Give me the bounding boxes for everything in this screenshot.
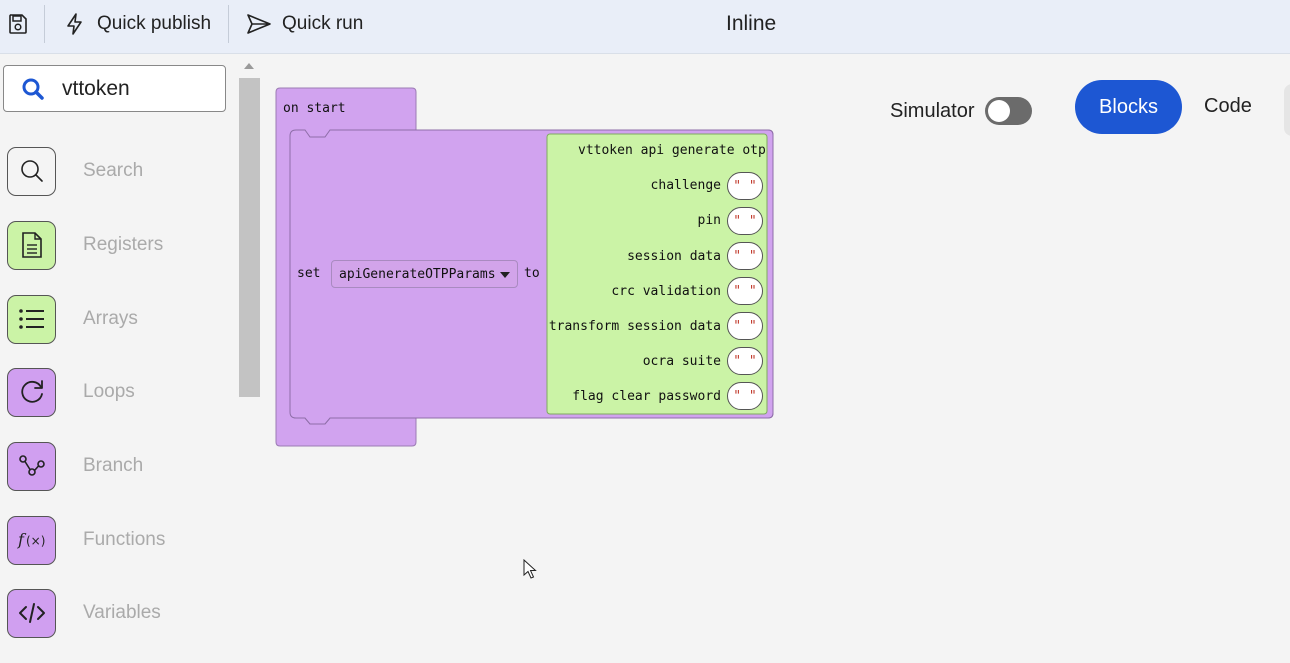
page-title: Inline xyxy=(726,12,777,35)
loop-icon xyxy=(7,367,56,417)
category-label: Search xyxy=(83,160,144,181)
param-value: " " xyxy=(733,318,757,334)
category-label: Branch xyxy=(83,455,144,476)
param-value: " " xyxy=(733,178,757,194)
param-input-session-data[interactable]: " " xyxy=(727,242,763,270)
param-input-flag-clear-password[interactable]: " " xyxy=(727,382,763,410)
api-block-title: vttoken api generate otp xyxy=(578,143,766,158)
category-search[interactable]: Search xyxy=(7,146,232,196)
save-button[interactable] xyxy=(6,0,40,48)
variable-dropdown[interactable]: apiGenerateOTPParams xyxy=(331,260,518,288)
param-input-pin[interactable]: " " xyxy=(727,207,763,235)
scrollbar-thumb[interactable] xyxy=(239,78,260,397)
tab-edge-fragment xyxy=(1284,84,1290,136)
quick-publish-label: Quick publish xyxy=(97,13,212,34)
param-value: " " xyxy=(733,388,757,404)
param-label: challenge xyxy=(650,178,721,193)
param-value: " " xyxy=(733,353,757,369)
code-icon xyxy=(7,588,56,638)
param-input-challenge[interactable]: " " xyxy=(727,172,763,200)
scroll-up-arrow-icon[interactable] xyxy=(244,63,254,69)
search-box[interactable] xyxy=(3,65,226,112)
category-label: Loops xyxy=(83,381,135,402)
param-label: transform session data xyxy=(548,319,721,334)
param-input-transform-session-data[interactable]: " " xyxy=(727,312,763,340)
category-label: Variables xyxy=(83,602,161,623)
svg-text:(×): (×) xyxy=(26,534,45,548)
param-input-crc-validation[interactable]: " " xyxy=(727,277,763,305)
param-label: flag clear password xyxy=(572,389,721,404)
lightning-icon xyxy=(67,13,82,35)
search-input[interactable] xyxy=(62,77,222,101)
category-registers[interactable]: Registers xyxy=(7,220,232,270)
tab-blocks[interactable]: Blocks xyxy=(1075,80,1182,134)
param-label: session data xyxy=(627,249,721,264)
category-label: Registers xyxy=(83,234,164,255)
search-icon xyxy=(22,78,44,100)
top-toolbar: Quick publish Quick run Inline xyxy=(0,0,1290,54)
simulator-toggle[interactable] xyxy=(985,97,1032,125)
on-start-label: on start xyxy=(283,101,346,116)
toolbar-divider xyxy=(44,5,45,43)
category-variables[interactable]: Variables xyxy=(7,588,232,638)
quick-publish-button[interactable]: Quick publish xyxy=(63,0,211,48)
save-icon xyxy=(9,14,27,34)
param-input-ocra-suite[interactable]: " " xyxy=(727,347,763,375)
chevron-down-icon xyxy=(500,272,510,278)
document-icon xyxy=(7,220,56,270)
variable-name: apiGenerateOTPParams xyxy=(339,266,496,282)
category-arrays[interactable]: Arrays xyxy=(7,294,232,344)
category-label: Functions xyxy=(83,529,166,550)
param-value: " " xyxy=(733,213,757,229)
toggle-knob xyxy=(988,100,1010,122)
branch-icon xyxy=(7,441,56,491)
svg-text:f: f xyxy=(17,530,27,549)
param-value: " " xyxy=(733,283,757,299)
function-icon: f(×) xyxy=(7,515,56,565)
simulator-label: Simulator xyxy=(890,100,975,122)
param-label: ocra suite xyxy=(642,354,721,369)
mouse-cursor-icon xyxy=(523,559,537,579)
api-generate-otp-block[interactable] xyxy=(546,133,768,415)
tab-blocks-label: Blocks xyxy=(1099,95,1158,118)
quick-run-button[interactable]: Quick run xyxy=(246,0,363,48)
toolbar-divider xyxy=(228,5,229,43)
category-loops[interactable]: Loops xyxy=(7,367,232,417)
param-value: " " xyxy=(733,248,757,264)
to-label: to xyxy=(524,266,540,281)
param-label: pin xyxy=(697,213,721,228)
quick-run-label: Quick run xyxy=(282,13,364,34)
set-label: set xyxy=(297,266,321,281)
param-label: crc validation xyxy=(611,284,721,299)
list-icon xyxy=(7,294,56,344)
search-icon xyxy=(7,146,56,196)
category-branch[interactable]: Branch xyxy=(7,441,232,491)
category-label: Arrays xyxy=(83,308,138,329)
tab-code[interactable]: Code xyxy=(1204,95,1252,117)
send-icon xyxy=(247,14,271,34)
category-functions[interactable]: f(×) Functions xyxy=(7,515,232,565)
